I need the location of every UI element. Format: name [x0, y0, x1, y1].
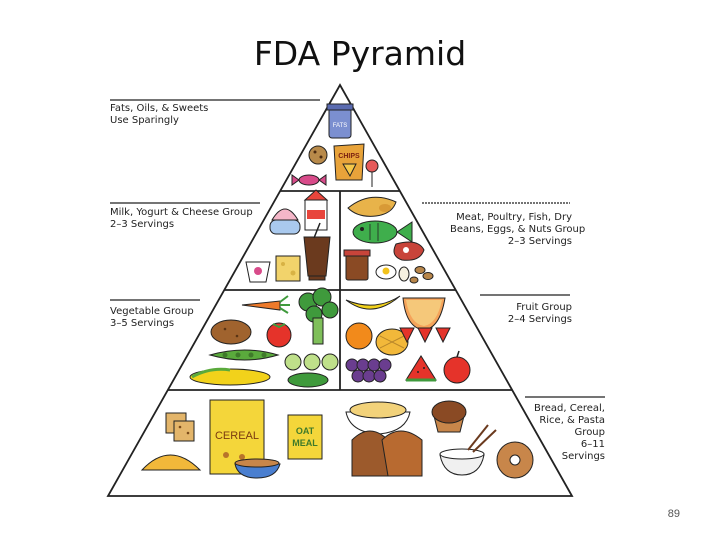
label-milk-line2: 2–3 Servings — [110, 219, 175, 230]
label-fats-line1: Fats, Oils, & Sweets — [110, 103, 209, 114]
tomato-icon — [266, 322, 292, 348]
lollipop-icon — [365, 159, 379, 187]
cookie-icon — [308, 145, 328, 165]
oatmeal-label-line1: OAT — [296, 426, 315, 436]
label-milk-group: Milk, Yogurt & Cheese Group 2–3 Servings — [110, 207, 253, 231]
label-bread-group: Bread, Cereal, Rice, & Pasta Group 6–11 … — [520, 403, 605, 463]
label-meat-line3: 2–3 Servings — [507, 236, 572, 247]
apple-icon — [443, 350, 471, 384]
corn-icon — [189, 367, 271, 386]
orange-icon — [345, 322, 373, 350]
oatmeal-label-line2: MEAL — [292, 438, 318, 448]
pasta-bowl-icon — [345, 401, 411, 435]
food-pyramid-diagram: FATS CHIPS — [106, 83, 605, 497]
label-vegetable-line1: Vegetable Group — [110, 306, 194, 317]
fish-icon — [352, 220, 413, 244]
muffin-icon — [431, 400, 467, 433]
bread-loaf-icon — [351, 430, 423, 477]
strawberry-icon — [399, 327, 451, 344]
label-fats-oils-sweets: Fats, Oils, & Sweets Use Sparingly — [110, 103, 208, 127]
label-bread-line5: Servings — [561, 451, 605, 462]
grapes-icon — [345, 358, 392, 383]
label-meat-group: Meat, Poultry, Fish, Dry Beans, Eggs, & … — [450, 212, 586, 248]
rice-bowl-icon — [439, 424, 497, 476]
cucumber-icon — [284, 353, 339, 371]
page-number: 89 — [667, 508, 680, 520]
chips-label: CHIPS — [338, 153, 360, 160]
label-milk-line1: Milk, Yogurt & Cheese Group — [110, 207, 253, 218]
label-fruit-line2: 2–4 Servings — [507, 314, 572, 325]
label-fats-line2: Use Sparingly — [110, 115, 179, 126]
label-meat-line2: Beans, Eggs, & Nuts Group — [450, 224, 586, 235]
label-fruit-group: Fruit Group 2–4 Servings — [470, 302, 572, 326]
label-bread-line1: Bread, Cereal, — [533, 403, 605, 414]
banana-icon — [345, 295, 401, 310]
label-fruit-line1: Fruit Group — [516, 302, 572, 313]
fats-jar-label: FATS — [333, 123, 348, 129]
label-vegetable-line2: 3–5 Servings — [110, 318, 175, 329]
peanut-butter-icon — [343, 249, 371, 281]
chicken-icon — [347, 196, 397, 217]
label-bread-line3: Group — [574, 427, 605, 438]
nuts-icon — [409, 266, 434, 284]
cheese-icon — [275, 255, 301, 282]
label-vegetable-group: Vegetable Group 3–5 Servings — [110, 306, 194, 330]
milk-carton-icon — [303, 189, 329, 231]
pea-pod-icon — [208, 349, 280, 361]
oil-jar-icon: FATS — [326, 103, 354, 139]
taco-shell-icon — [140, 454, 202, 471]
eggs-icon — [375, 264, 410, 282]
broccoli-icon — [298, 287, 339, 345]
peas-icon — [287, 372, 329, 388]
crackers-icon — [165, 412, 195, 442]
cereal-bowl-icon — [234, 458, 281, 479]
bagel-icon — [496, 441, 534, 479]
label-bread-line4: 6–11 — [580, 439, 605, 450]
cereal-box-label: CEREAL — [215, 430, 259, 442]
steak-icon — [393, 241, 425, 261]
candy-icon — [291, 174, 327, 186]
slide-title: FDA Pyramid — [253, 34, 467, 73]
chips-bag-icon: CHIPS — [333, 143, 365, 181]
watermelon-icon — [405, 355, 437, 382]
cantaloupe-icon — [402, 297, 446, 331]
oatmeal-box-icon: OAT MEAL — [287, 414, 323, 460]
carrot-icon — [241, 295, 290, 314]
yogurt-icon — [245, 261, 271, 283]
label-bread-line2: Rice, & Pasta — [539, 415, 605, 426]
milkshake-icon — [303, 222, 331, 281]
pineapple-icon — [375, 328, 409, 356]
ice-cream-icon — [269, 208, 301, 235]
potato-icon — [210, 319, 252, 345]
label-meat-line1: Meat, Poultry, Fish, Dry — [456, 212, 572, 223]
